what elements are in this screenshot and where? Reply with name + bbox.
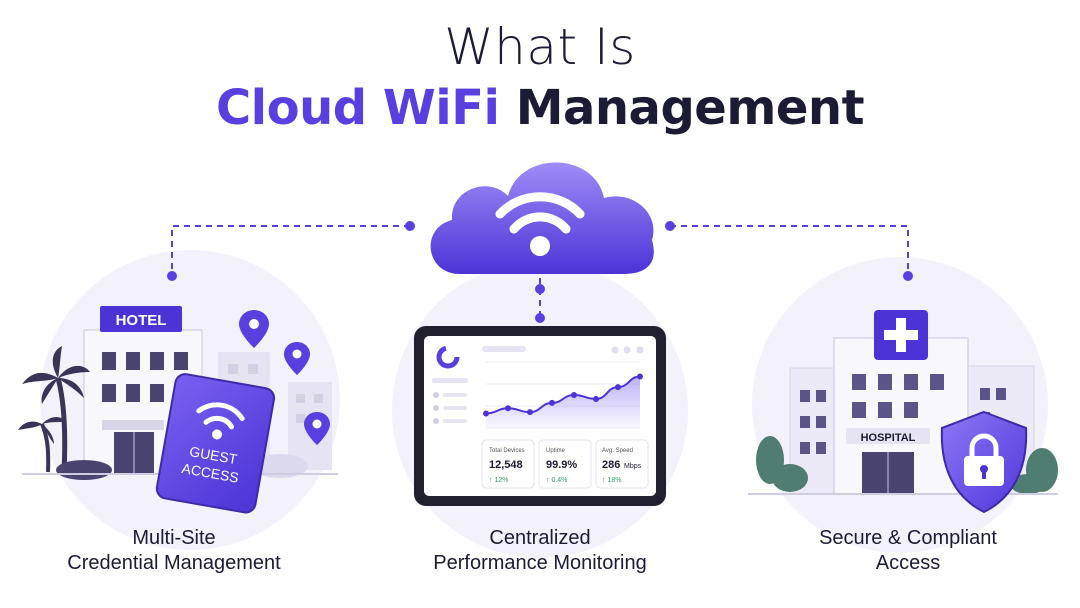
caption-center-line2: Performance Monitoring <box>433 552 647 574</box>
title-line-2: Cloud WiFi Management <box>0 80 1080 136</box>
chart-points <box>483 373 643 417</box>
location-pin-icon <box>284 342 310 375</box>
caption-center-line1: Centralized <box>489 527 591 549</box>
connector-lines <box>171 225 909 318</box>
shield-lock-icon <box>940 410 1028 514</box>
hospital-sign-text: HOSPITAL <box>861 432 916 444</box>
tablet-dashboard: Total Devices 12,548 ↑ 12% Uptime 99.9% … <box>414 326 666 506</box>
chart-point <box>593 395 599 402</box>
stat-card: Total Devices 12,548 ↑ 12% <box>481 439 535 489</box>
connector-dot <box>535 284 545 294</box>
chart-area <box>486 376 640 428</box>
hospital-illustration: HOSPITAL <box>748 310 1058 514</box>
stat-label: Uptime <box>546 448 566 454</box>
caption-center: Centralized Performance Monitoring <box>380 526 700 576</box>
caption-left: Multi-Site Credential Management <box>14 526 334 576</box>
hotel-sign <box>100 306 182 332</box>
caption-left-line2: Credential Management <box>67 552 281 574</box>
cross-icon <box>884 330 918 340</box>
connector-dot <box>665 221 675 231</box>
title-accent: Cloud WiFi <box>215 80 500 136</box>
tree-icon <box>756 436 1058 494</box>
palm-tree-icon <box>18 346 90 473</box>
wifi-icon <box>196 402 245 430</box>
caption-right: Secure & Compliant Access <box>748 526 1068 576</box>
chart-point <box>637 373 643 380</box>
title-line-1: What Is <box>444 18 636 76</box>
connector-dot <box>167 271 177 281</box>
chart-point <box>483 410 489 417</box>
hotel-illustration: HOTEL <box>18 306 338 514</box>
chart-point <box>505 405 511 412</box>
cloud-wifi-icon <box>430 162 654 274</box>
dashboard-sidebar <box>432 345 468 424</box>
stat-card: Avg. Speed 286 Mbps ↑ 18% <box>595 439 649 489</box>
location-pin-icon <box>304 412 330 445</box>
caption-left-line1: Multi-Site <box>132 527 216 549</box>
stat-delta: ↑ 12% <box>489 477 508 484</box>
stat-unit: Mbps <box>624 463 642 470</box>
chart-point <box>615 384 621 391</box>
hotel-sign-text: HOTEL <box>116 312 167 329</box>
title-rest: Management <box>515 80 865 136</box>
caption-right-line1: Secure & Compliant <box>819 527 997 549</box>
stat-label: Avg. Speed <box>602 448 633 454</box>
connector-dot <box>535 313 545 323</box>
chart-point <box>571 392 577 398</box>
stat-label: Total Devices <box>489 448 525 454</box>
stat-card: Uptime 99.9% ↑ 0.4% <box>538 439 592 489</box>
connector-dot <box>405 221 415 231</box>
caption-right-line2: Access <box>875 552 941 574</box>
guest-access-card: GUEST ACCESS <box>155 373 276 514</box>
stat-value: 12,548 <box>489 459 523 471</box>
connector-dot <box>903 271 913 281</box>
stat-delta: ↑ 18% <box>602 477 621 484</box>
chart-point <box>549 399 555 406</box>
stat-value: 99.9% <box>546 459 577 471</box>
stat-delta: ↑ 0.4% <box>546 477 567 484</box>
chart-point <box>527 409 533 416</box>
stat-value: 286 <box>602 459 620 471</box>
location-pin-icon <box>239 310 269 348</box>
